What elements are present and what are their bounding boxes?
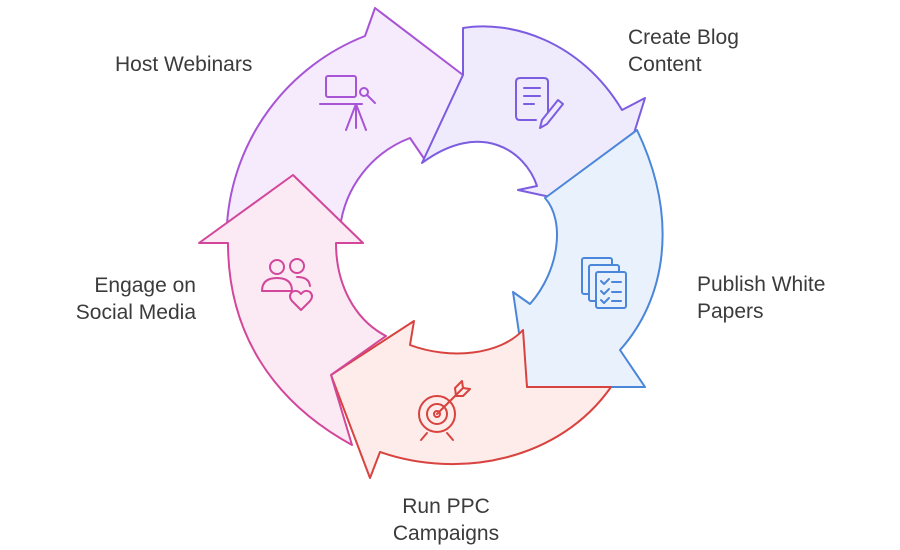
people-heart-icon	[261, 258, 313, 311]
presentation-screen-icon	[319, 75, 376, 131]
document-edit-icon	[515, 77, 564, 129]
label-whitepapers: Publish White Papers	[697, 273, 826, 323]
label-blog: Create Blog Content	[628, 26, 739, 76]
segment-webinars	[226, 7, 464, 229]
checklist-documents-icon	[581, 257, 627, 309]
label-social: Engage on Social Media	[75, 274, 196, 324]
target-arrow-icon	[418, 380, 471, 441]
segment-ppc	[330, 320, 612, 479]
segment-social	[198, 174, 387, 446]
label-ppc: Run PPC Campaigns	[392, 495, 500, 545]
label-webinars: Host Webinars	[115, 53, 253, 76]
